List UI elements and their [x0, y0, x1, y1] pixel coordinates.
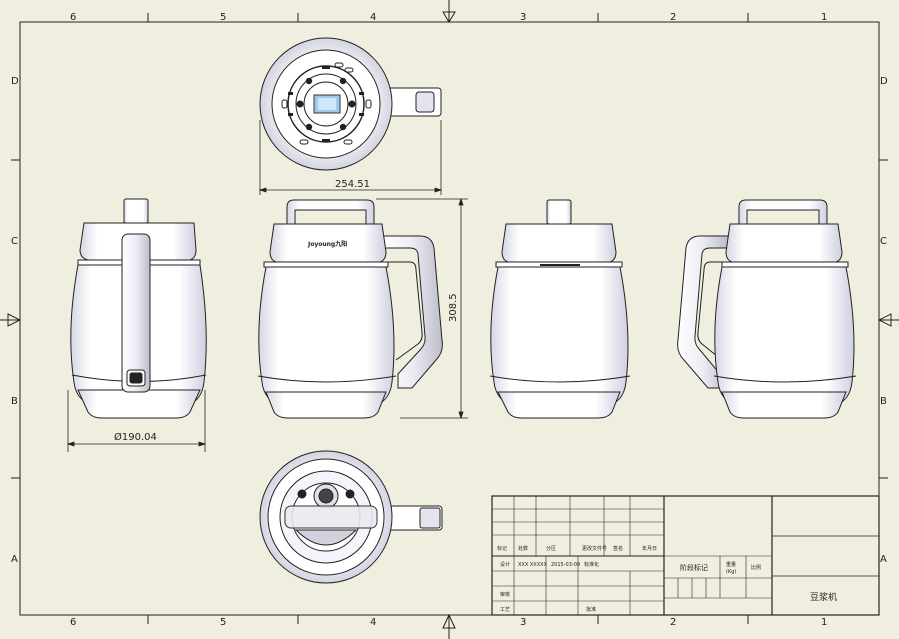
tb-zone: 分区: [546, 545, 556, 552]
front-view: [257, 199, 443, 419]
zone-row-right-d: D: [880, 76, 888, 87]
view1-handle: [121, 233, 151, 393]
zone-row-left-d: D: [11, 76, 19, 87]
zone-row-left-a: A: [11, 554, 18, 565]
zone-col-top-5: 5: [220, 12, 226, 23]
dimension-top-width: [258, 120, 443, 195]
tb-process: 工艺: [500, 607, 510, 613]
zone-row-right-b: B: [880, 396, 887, 407]
tb-title: 豆浆机: [810, 591, 837, 603]
zone-col-bottom-3: 3: [520, 617, 526, 628]
zone-col-top-6: 6: [70, 12, 76, 23]
zone-col-top-1: 1: [821, 12, 827, 23]
dimension-diameter-label: Ø190.04: [114, 431, 157, 443]
dimension-height: [376, 197, 468, 420]
rear-side-view: [677, 199, 857, 419]
view2-side-handle: [382, 235, 443, 389]
bottom-view: [259, 450, 443, 584]
brand-label: Joyoung九阳: [307, 240, 347, 248]
zone-col-top-2: 2: [670, 12, 676, 23]
tb-scale: 比例: [751, 564, 761, 571]
tb-approve: 批准: [586, 606, 596, 613]
tb-design: 设计: [500, 561, 510, 568]
zone-col-top-3: 3: [520, 12, 526, 23]
tb-design-date: 2015-03-09: [551, 562, 580, 568]
view2-body: [258, 266, 395, 406]
zone-row-left-b: B: [11, 396, 18, 407]
tb-review: 审核: [500, 591, 510, 598]
view1-spout: [123, 198, 149, 224]
zone-labels: 6 5 4 3 2 1 6 5 4 3 2 1 D C B A D C B A: [11, 12, 888, 628]
side-view-handle-front: [70, 198, 207, 419]
tb-mark: 标记: [497, 545, 507, 552]
tb-weight-unit: (Kg): [726, 569, 736, 575]
dimension-top-width-label: 254.51: [335, 179, 370, 190]
tb-weight: 重量: [726, 561, 736, 568]
top-view: [259, 37, 442, 171]
zone-col-bottom-4: 4: [370, 617, 376, 628]
zone-col-bottom-2: 2: [670, 617, 676, 628]
tb-count: 处数: [518, 545, 528, 552]
zone-row-right-c: C: [880, 236, 887, 247]
tb-standardization: 标准化: [584, 561, 599, 568]
zone-col-bottom-1: 1: [821, 617, 827, 628]
tb-signature: 签名: [613, 545, 623, 552]
top-view-handle-grip: [415, 91, 435, 113]
back-view: [489, 199, 631, 419]
zone-row-right-a: A: [880, 554, 887, 565]
view2-top-handle: [286, 199, 375, 226]
tb-change-doc: 更改文件号: [582, 545, 607, 552]
title-block-text: 标记 处数 分区 更改文件号 签名 年月日 设计 XXX XXXXX 2015-…: [497, 545, 837, 613]
dimension-diameter: [66, 390, 207, 452]
control-buttons: [288, 66, 364, 142]
zone-col-top-4: 4: [370, 12, 376, 23]
zone-row-left-c: C: [11, 236, 18, 247]
title-block: [491, 495, 880, 616]
zone-col-bottom-6: 6: [70, 617, 76, 628]
tb-designer: XXX XXXXX: [518, 562, 548, 568]
zone-col-bottom-5: 5: [220, 617, 226, 628]
tb-date: 年月日: [642, 545, 657, 552]
tb-stage-mark: 阶段标记: [680, 563, 708, 572]
dimension-height-label: 308.5: [448, 293, 459, 322]
